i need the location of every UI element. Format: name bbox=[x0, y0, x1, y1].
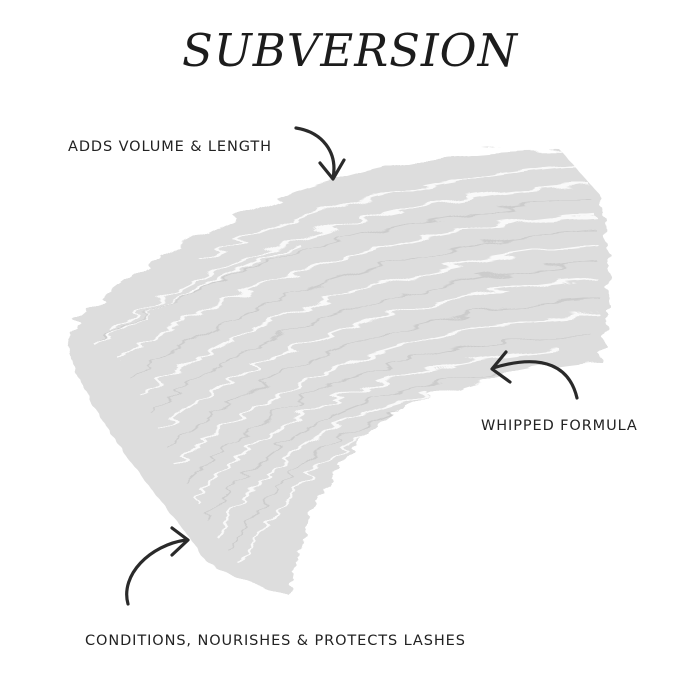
callout-conditions: CONDITIONS, NOURISHES & PROTECTS LASHES bbox=[85, 633, 466, 649]
curved-arrow-up-icon bbox=[125, 526, 190, 606]
swatch-strokes bbox=[67, 149, 609, 596]
callout-volume-length: ADDS VOLUME & LENGTH bbox=[68, 139, 272, 155]
curved-arrow-down-icon bbox=[294, 126, 346, 181]
swatch-body bbox=[67, 149, 609, 596]
curved-arrow-left-icon bbox=[490, 350, 579, 400]
callout-whipped-formula: WHIPPED FORMULA bbox=[481, 418, 638, 434]
product-title: SUBVERSION bbox=[182, 24, 518, 77]
swatch-texture bbox=[94, 163, 601, 566]
